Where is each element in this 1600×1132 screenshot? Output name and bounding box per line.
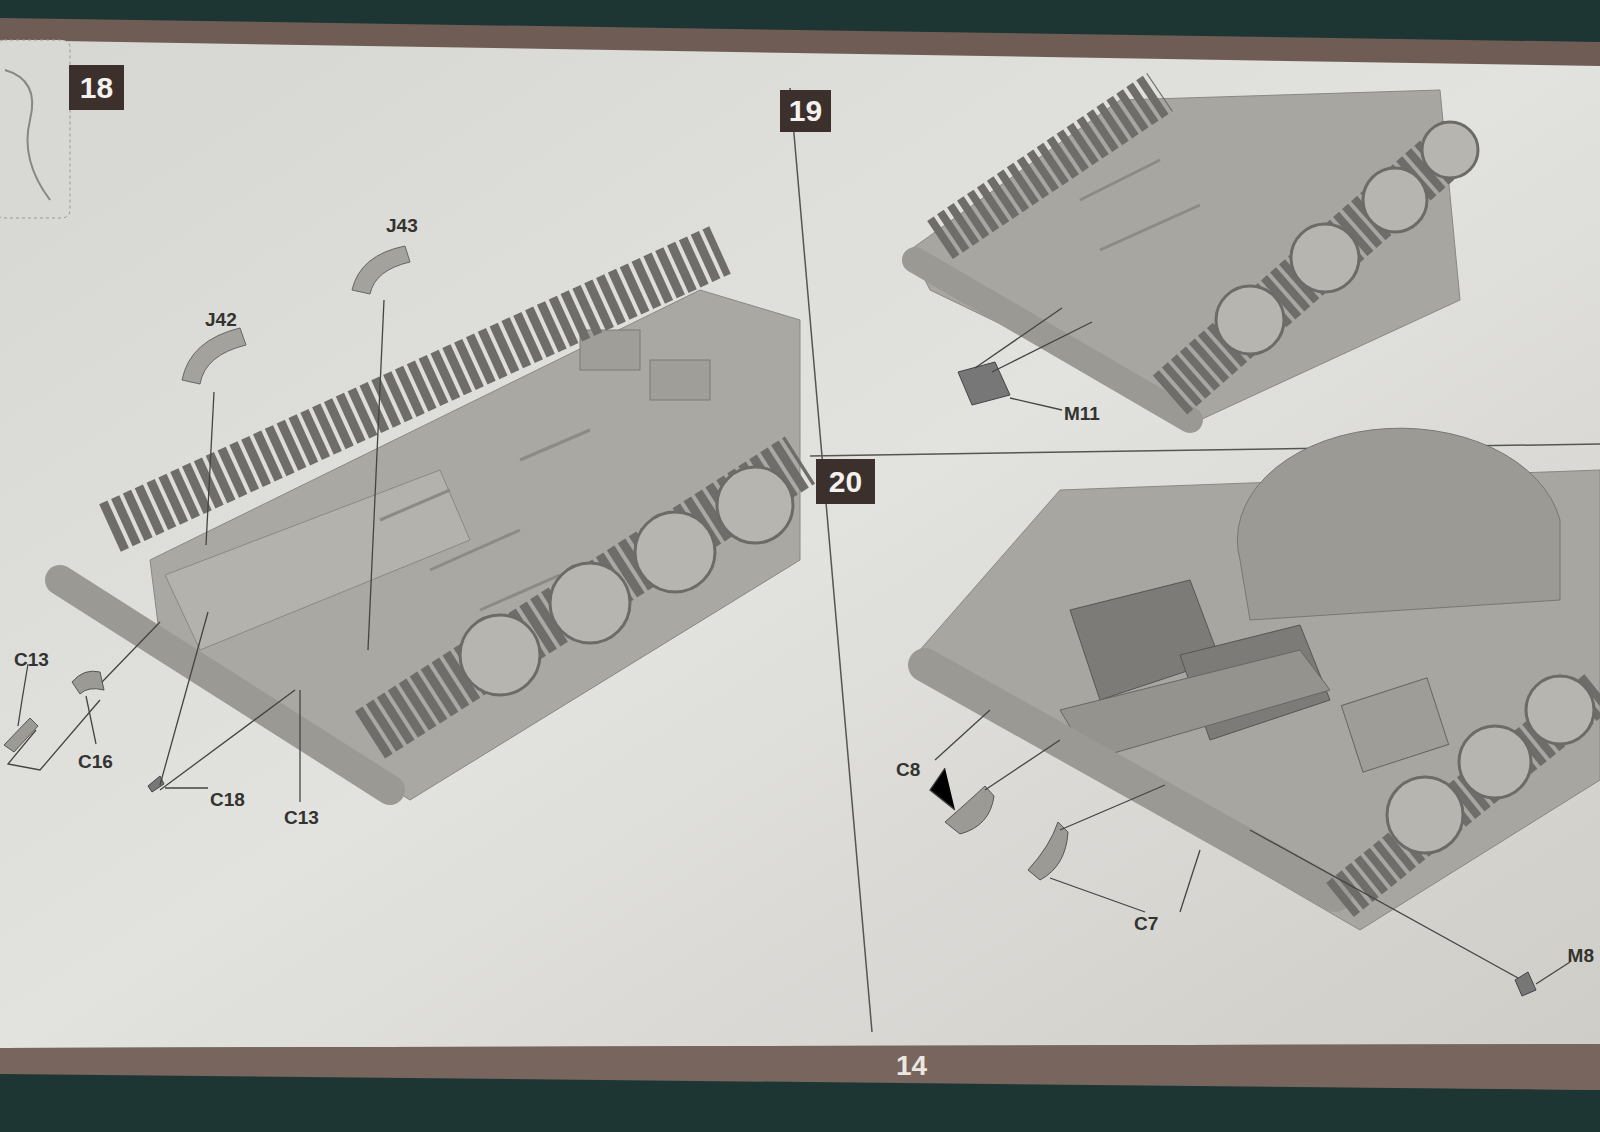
page-number: 14 (896, 1052, 927, 1080)
part-label: C18 (210, 790, 245, 809)
part-label: J43 (386, 216, 418, 235)
step-number: 19 (780, 90, 831, 132)
step-number: 20 (816, 459, 875, 504)
step-number: 18 (69, 65, 124, 110)
part-label: C13 (284, 808, 319, 827)
step-number-text: 19 (789, 94, 822, 128)
part-label: C13 (14, 650, 49, 669)
part-label: C8 (896, 760, 920, 779)
part-label: J42 (205, 310, 237, 329)
step-number-text: 20 (829, 465, 862, 499)
step-number-text: 18 (80, 71, 113, 105)
part-label: M8 (1568, 946, 1594, 965)
part-label: M11 (1064, 404, 1100, 423)
part-label: C7 (1134, 914, 1158, 933)
part-label: C16 (78, 752, 113, 771)
